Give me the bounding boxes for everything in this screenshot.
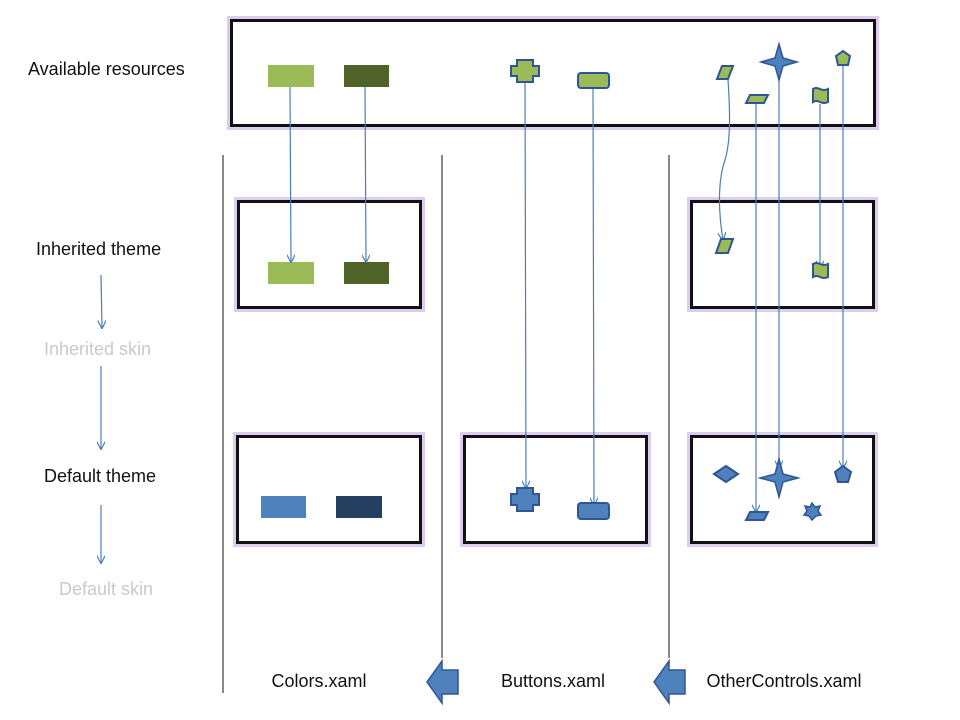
- parallelogram-shape-available: [715, 65, 735, 80]
- flow-arrow-1: [101, 274, 102, 328]
- arrow-left-icon-buttons: [426, 658, 459, 706]
- scroll-shape-available: [812, 87, 829, 104]
- scroll-shape-inherited: [812, 262, 829, 279]
- file-label-colors: Colors.xaml: [271, 671, 367, 691]
- pentagon-shape-available: [834, 49, 852, 66]
- available-resources-box: [230, 19, 876, 127]
- arrow-left-icon-othercontrols: [653, 658, 686, 706]
- default-buttons-box: [463, 435, 648, 544]
- file-label-othercontrols: OtherControls.xaml: [706, 671, 862, 691]
- connector-parallelogram-green: [719, 79, 731, 240]
- swatch-green-light-inherited: [268, 262, 314, 284]
- file-label-buttons: Buttons.xaml: [500, 671, 606, 691]
- flat-parallelogram-shape-default: [744, 511, 770, 521]
- swatch-blue-light-default: [261, 496, 306, 518]
- default-theme-label: Default theme: [44, 466, 157, 486]
- connector-button-cross: [525, 79, 526, 488]
- available-resources-label: Available resources: [28, 59, 185, 79]
- swatch-green-dark-available: [344, 65, 389, 87]
- connector-green-light: [290, 86, 291, 262]
- default-othercontrols-box: [690, 435, 875, 544]
- star-shape-default: [757, 456, 801, 500]
- cross-button-shape-default: [510, 487, 540, 512]
- connector-green-dark: [365, 86, 366, 262]
- flat-parallelogram-shape-available: [744, 94, 770, 104]
- star-shape-available: [758, 41, 800, 83]
- inherited-othercontrols-box: [690, 200, 875, 309]
- default-skin-label: Default skin: [59, 579, 154, 599]
- connector-button-rounded: [593, 88, 594, 505]
- default-colors-box: [236, 435, 422, 544]
- swatch-green-light-available: [268, 65, 314, 87]
- rounded-button-shape-default: [577, 502, 610, 520]
- parallelogram-shape-inherited: [714, 238, 735, 254]
- inherited-skin-label: Inherited skin: [44, 339, 152, 359]
- swatch-green-dark-inherited: [344, 262, 389, 284]
- rounded-button-shape-available: [577, 72, 610, 89]
- seal-shape-default: [802, 501, 823, 522]
- inherited-theme-label: Inherited theme: [36, 239, 162, 259]
- diamond-shape-default: [712, 464, 740, 484]
- swatch-blue-dark-default: [336, 496, 382, 518]
- pentagon-shape-default: [833, 464, 853, 483]
- inherited-colors-box: [237, 200, 422, 309]
- cross-button-shape-available: [510, 59, 540, 83]
